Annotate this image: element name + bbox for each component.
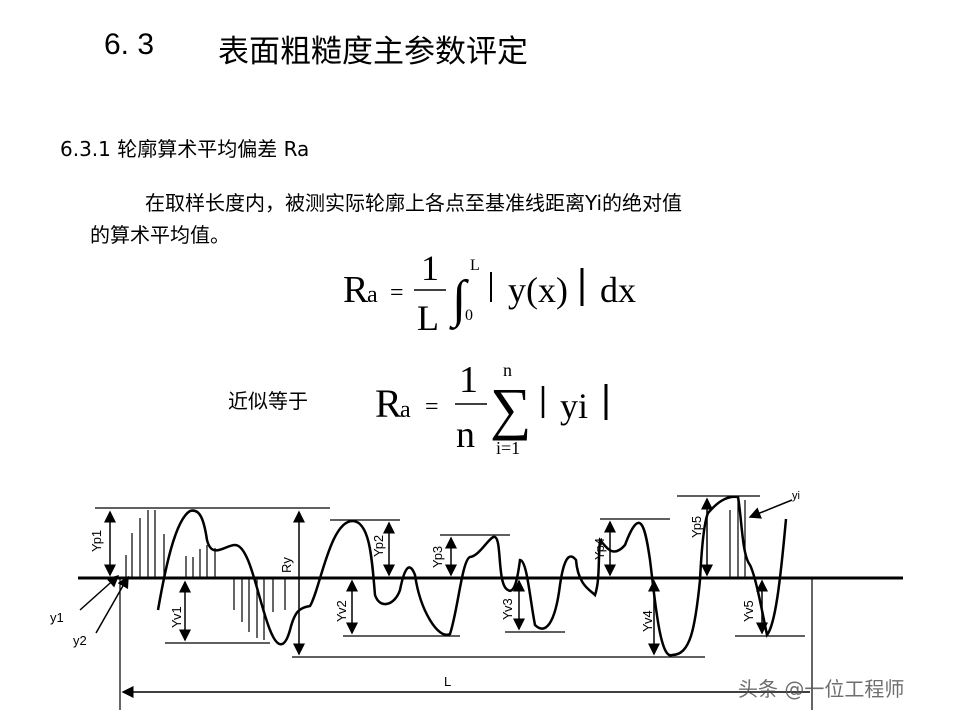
label-yv5: Yv5 [741,600,756,622]
label-yp4: Yp4 [592,538,607,560]
formula-sum: R a = 1 n ∑ n i=1 yi [375,359,608,458]
label-yp2: Yp2 [371,535,386,557]
label-yv3: Yv3 [500,598,515,620]
formula-dx: dx [600,270,636,310]
formula-upper: L [470,257,480,274]
approx-label: 近似等于 [228,389,308,413]
label-yp3: Yp3 [430,546,445,568]
formula-num: 1 [459,359,478,401]
formula-R: R [375,381,402,426]
label-yi: yi [792,490,800,502]
subsection-title: 6.3.1 轮廓算术平均偏差 Ra [60,137,310,161]
label-ry: Ry [279,557,294,573]
label-L: L [444,674,451,689]
diagram-labels: Yp1 Yv1 Ry Yp2 Yv2 Yp3 Yv3 Yp4 Yv4 Yp5 Y… [50,490,800,689]
section-number: 6. 3 [104,28,155,61]
reference-lines [95,495,813,710]
label-y1: y1 [50,610,64,625]
integral-sign: ∫ [449,271,469,330]
formula-den: n [456,414,475,456]
definition-line-2: 的算术平均值。 [90,223,230,247]
section-title: 表面粗糙度主参数评定 [218,34,528,70]
roughness-profile-diagram [78,495,903,710]
label-yv1: Yv1 [169,606,184,628]
formula-lower: i=1 [496,438,520,458]
formula-upper: n [503,360,512,380]
formula-lower: 0 [465,307,473,324]
watermark: 头条 @一位工程师 [738,677,904,701]
formula-den: L [417,298,439,338]
label-yv4: Yv4 [640,610,655,632]
formula-body: yi [560,386,588,426]
label-yp5: Yp5 [689,516,704,538]
formula-eq: = [390,280,404,306]
formula-eq: = [425,394,439,420]
formula-body: y(x) [508,270,568,310]
label-yp1: Yp1 [89,530,104,552]
formula-a: a [367,282,378,308]
formula-num: 1 [421,248,439,288]
formula-a: a [400,397,411,423]
label-y2: y2 [73,633,87,648]
definition-line-1: 在取样长度内，被测实际轮廓上各点至基准线距离Yi的绝对值 [145,191,683,215]
formula-R: R [343,269,369,311]
dimension-arrows [79,497,810,698]
label-yv2: Yv2 [334,600,349,622]
sigma-sign: ∑ [490,376,531,441]
formula-integral: R a = 1 L ∫ L 0 y(x) dx [343,248,636,338]
